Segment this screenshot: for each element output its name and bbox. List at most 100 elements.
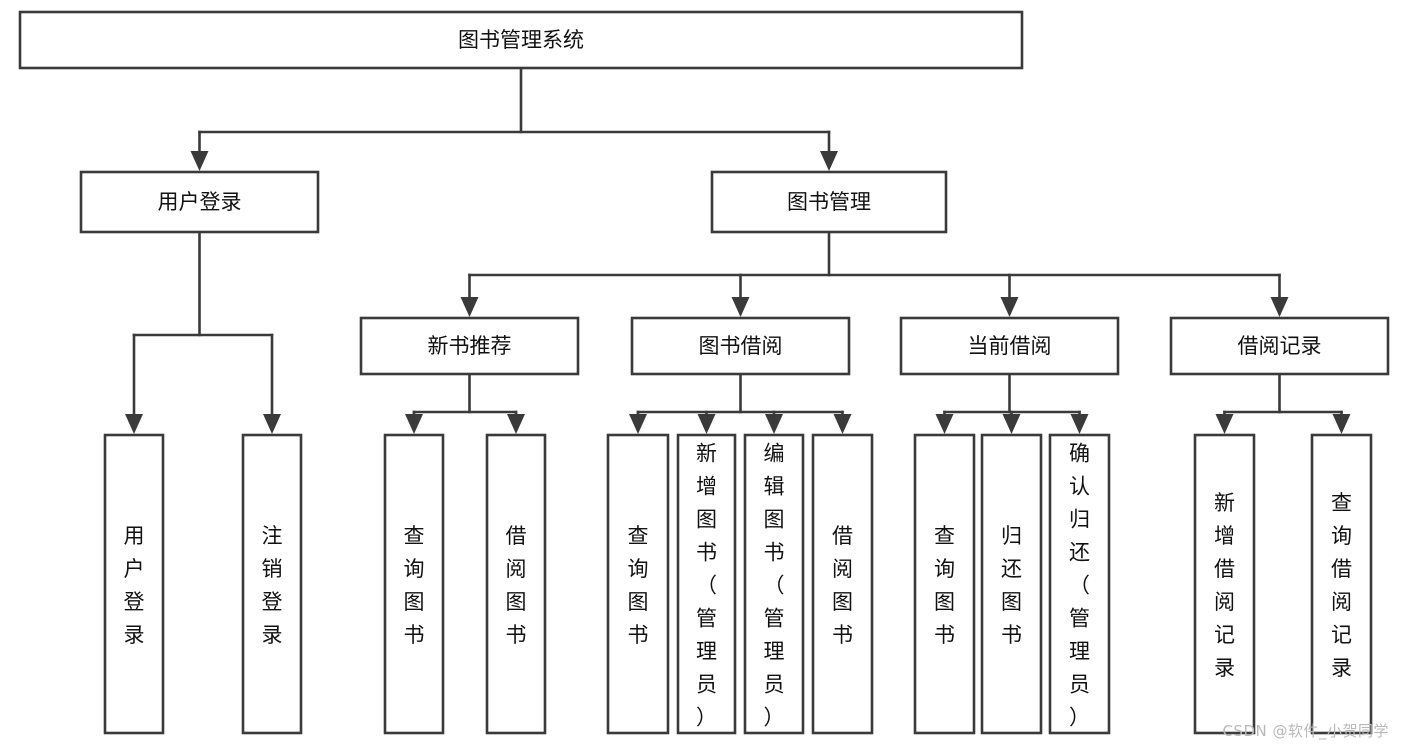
arrow-head-icon xyxy=(1070,414,1089,434)
node-current-borrow[interactable]: 当前借阅 xyxy=(899,316,1120,376)
node-layer: 图书管理系统用户登录图书管理新书推荐图书借阅当前借阅借阅记录用户登录注销登录查询… xyxy=(18,10,1390,735)
node-label-char: 书 xyxy=(696,541,717,565)
node-label-char: 注 xyxy=(262,524,283,548)
arrow-head-icon xyxy=(765,414,783,434)
connector-layer xyxy=(125,66,1351,434)
node-box-leaf-borrow-book xyxy=(811,433,874,735)
node-label-current-borrow: 当前借阅 xyxy=(968,334,1052,358)
node-label-char: 查 xyxy=(404,524,425,548)
node-label-char: 增 xyxy=(696,475,717,499)
node-label-char: 员 xyxy=(1069,673,1090,697)
node-label-new-book-recommend: 新书推荐 xyxy=(428,334,512,358)
node-label-char: 管 xyxy=(1069,607,1090,631)
arrow-head-icon xyxy=(460,297,479,317)
node-label-char: 录 xyxy=(124,623,145,647)
node-label-char: 图 xyxy=(832,590,853,614)
node-box-leaf-confirm-return-admin xyxy=(1048,433,1111,735)
node-root[interactable]: 图书管理系统 xyxy=(18,10,1024,70)
node-label-char: ） xyxy=(1069,706,1090,730)
node-label-char: 认 xyxy=(1069,475,1090,499)
node-book-management[interactable]: 图书管理 xyxy=(710,170,948,234)
node-label-char: 管 xyxy=(764,607,785,631)
arrow-head-icon xyxy=(833,414,852,434)
node-book-borrow[interactable]: 图书借阅 xyxy=(630,316,851,376)
node-label-char: ） xyxy=(764,706,785,730)
arrow-head-icon xyxy=(125,414,143,434)
arrow-head-icon xyxy=(190,151,209,171)
node-label-char: 阅 xyxy=(1214,590,1235,614)
node-label-char: 归 xyxy=(1001,524,1022,548)
node-label-char: 新 xyxy=(696,442,717,466)
node-label-char: 阅 xyxy=(506,557,527,581)
node-box-leaf-query-book-recommend xyxy=(383,433,445,735)
node-box-leaf-return-book xyxy=(980,433,1043,735)
node-box-leaf-logout xyxy=(241,433,303,735)
node-label-char: 登 xyxy=(262,590,283,614)
node-label-char: 记 xyxy=(1214,623,1235,647)
node-label-char: 询 xyxy=(1331,524,1352,548)
node-label-user-login: 用户登录 xyxy=(158,190,242,214)
node-box-leaf-query-borrow-record xyxy=(1310,433,1373,735)
node-borrow-records[interactable]: 借阅记录 xyxy=(1169,316,1390,376)
arrow-head-icon xyxy=(731,297,750,317)
node-label-char: 借 xyxy=(1214,557,1235,581)
node-box-book-management xyxy=(710,170,948,234)
arrow-head-icon xyxy=(1270,297,1289,317)
node-label-char: 销 xyxy=(262,557,283,581)
node-label-book-borrow: 图书借阅 xyxy=(699,334,783,358)
arrow-head-icon xyxy=(935,414,954,434)
node-label-char: 编 xyxy=(764,442,785,466)
node-user-login[interactable]: 用户登录 xyxy=(79,170,320,234)
node-label-char: 查 xyxy=(1331,491,1352,515)
node-label-char: 归 xyxy=(1069,508,1090,532)
node-label-book-management: 图书管理 xyxy=(787,190,871,214)
node-label-char: 理 xyxy=(696,640,717,664)
node-label-char: 书 xyxy=(764,541,785,565)
node-label-char: 查 xyxy=(934,524,955,548)
node-label-root: 图书管理系统 xyxy=(458,28,584,52)
node-label-char: 书 xyxy=(506,623,527,647)
node-label-char: 询 xyxy=(404,557,425,581)
node-box-leaf-query-book-current xyxy=(913,433,976,735)
node-label-char: 增 xyxy=(1214,524,1235,548)
node-label-char: （ xyxy=(696,574,717,598)
arrow-head-icon xyxy=(820,151,838,171)
arrow-head-icon xyxy=(697,414,716,434)
node-label-char: 查 xyxy=(628,524,649,548)
node-label-char: 图 xyxy=(506,590,527,614)
node-label-char: 书 xyxy=(628,623,649,647)
node-label-char: 书 xyxy=(934,623,955,647)
node-box-borrow-records xyxy=(1169,316,1390,376)
node-label-char: 录 xyxy=(262,623,283,647)
node-label-char: 借 xyxy=(1331,557,1352,581)
node-leaf-user-login[interactable]: 用户登录 xyxy=(103,433,165,735)
node-label-char: 新 xyxy=(1214,491,1235,515)
arrow-head-icon xyxy=(1000,297,1019,317)
node-label-char: 图 xyxy=(404,590,425,614)
node-label-char: 询 xyxy=(934,557,955,581)
node-label-char: 图 xyxy=(628,590,649,614)
node-label-char: 记 xyxy=(1331,623,1352,647)
node-label-char: 用 xyxy=(124,524,145,548)
node-box-new-book-recommend xyxy=(359,316,580,376)
node-label-char: 图 xyxy=(696,508,717,532)
node-label-char: 户 xyxy=(124,557,145,581)
node-new-book-recommend[interactable]: 新书推荐 xyxy=(359,316,580,376)
node-label-char: 理 xyxy=(764,640,785,664)
arrow-head-icon xyxy=(405,414,423,434)
arrow-head-icon xyxy=(1215,414,1234,434)
node-box-leaf-user-login xyxy=(103,433,165,735)
